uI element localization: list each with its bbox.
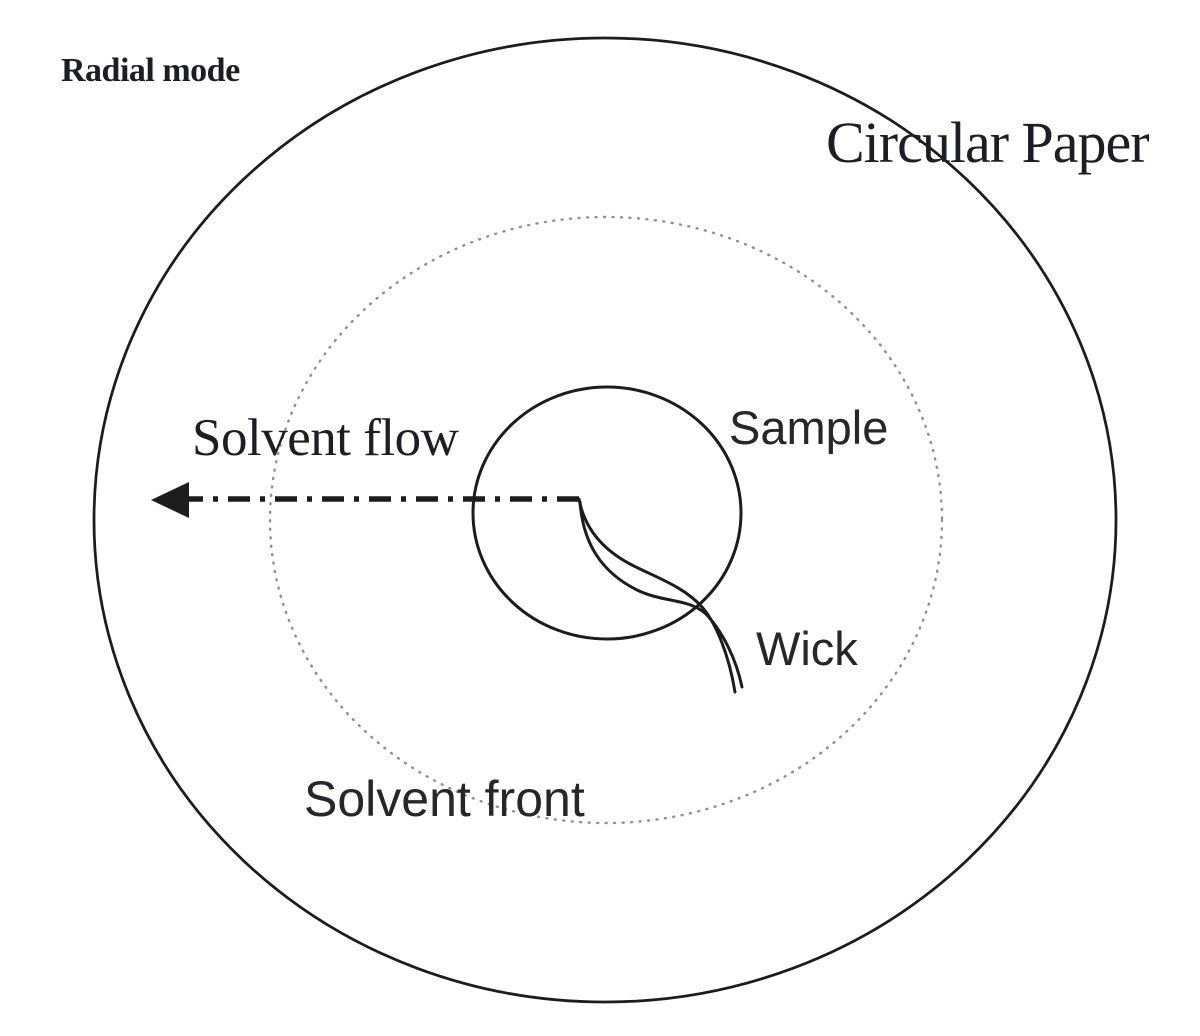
solvent-front-ring xyxy=(268,215,944,825)
sample-circle xyxy=(471,385,743,641)
sample-label: Sample xyxy=(729,401,889,454)
circular-paper-label: Circular Paper xyxy=(826,110,1150,175)
wick-label: Wick xyxy=(756,622,858,675)
wick-strand-upper xyxy=(577,497,737,694)
solvent-flow-arrowhead-icon xyxy=(151,482,189,518)
solvent-front-label: Solvent front xyxy=(304,771,585,827)
circular-paper-outline xyxy=(92,36,1118,1004)
radial-mode-title: Radial mode xyxy=(61,52,240,89)
wick-strand-lower xyxy=(578,500,744,689)
solvent-flow-label: Solvent flow xyxy=(192,409,459,467)
